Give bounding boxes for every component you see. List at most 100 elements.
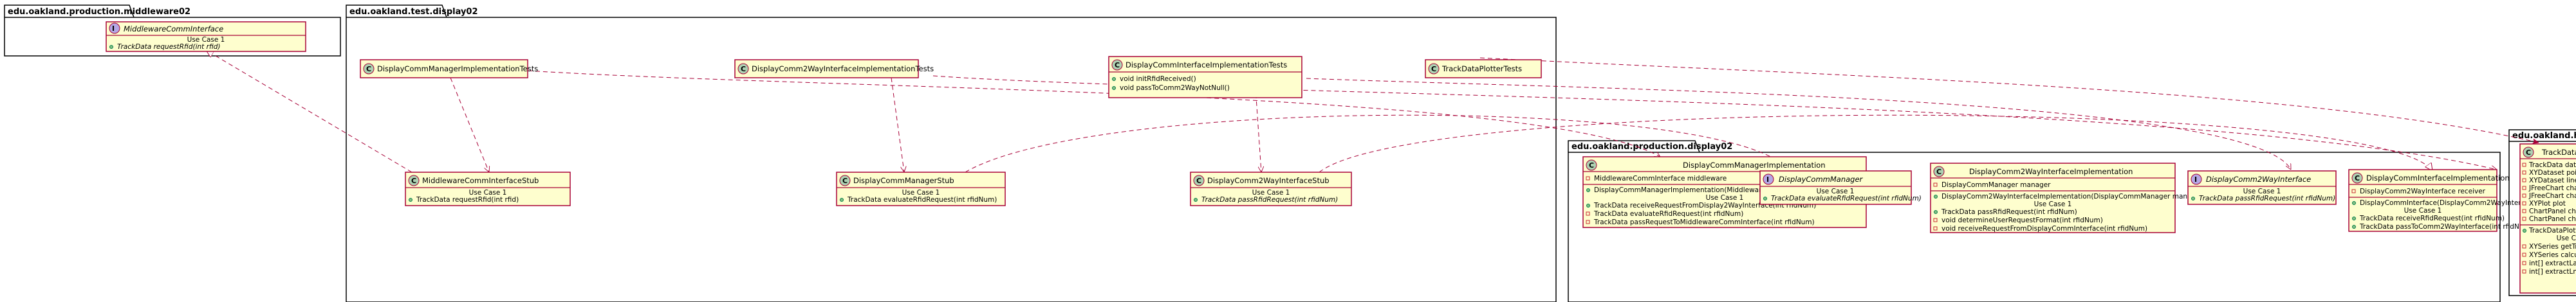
class-name: DisplayCommInterfaceImplementationTests (1126, 60, 1287, 69)
method: void receiveRequestFromDisplayCommInterf… (1941, 225, 2147, 233)
class-track-data-plotter[interactable]: C TrackDataPlotter TrackData data XYData… (2519, 143, 2576, 294)
package-production-title: edu.oakland.production.display02 (1571, 142, 1732, 152)
class-plotter-tests[interactable]: C TrackDataPlotterTests (1425, 59, 1542, 78)
method: TrackData evaluateRfidRequest(int rfidNu… (1771, 195, 1922, 202)
constructor: TrackDataPlotter(TrackData data) (2528, 227, 2576, 235)
edge-interface-tests-to-impl (1306, 78, 2291, 170)
package-helper-title: edu.oakland.helper.display02 (2512, 131, 2576, 141)
class-name: DisplayCommManagerImplementationTests (377, 64, 538, 73)
svg-text:C: C (741, 65, 746, 73)
field: DisplayComm2WayInterface receiver (2360, 188, 2486, 195)
section-label: Use Case 1 (187, 36, 225, 44)
field: JFreeChart chart1 (2528, 184, 2576, 192)
class-name: MiddlewareCommInterface (124, 24, 223, 33)
package-test: edu.oakland.test.display02 (346, 4, 1557, 302)
svg-text:I: I (2194, 175, 2197, 184)
package-test-title: edu.oakland.test.display02 (349, 7, 478, 17)
section-label: Use Case 1 (2034, 200, 2072, 208)
section-label: Use Case 1 (469, 189, 507, 197)
class-name: DisplayComm2WayInterface (2206, 175, 2311, 184)
svg-text:C: C (2355, 174, 2360, 182)
class-name: TrackDataPlotter (2541, 148, 2576, 157)
method: XYSeries calculateLine(int[] x, int[] y) (2529, 251, 2576, 259)
method: int[] extractLngFromTrackData(TrackData … (2529, 268, 2576, 276)
svg-text:C: C (2526, 148, 2531, 157)
method: TrackData passRfidRequest(int rfidNum) (2199, 195, 2335, 202)
method: XYSeries getTrackData() (2529, 243, 2576, 251)
class-manager-stub[interactable]: C DisplayCommManagerStub Use Case 1 Trac… (836, 172, 1006, 206)
svg-text:I: I (112, 24, 115, 33)
method: TrackData passRequestToMiddlewareCommInt… (1593, 218, 1815, 226)
edge-plotter-tests-to-plotter (1479, 57, 2539, 143)
section-label: Use Case 1 (2243, 188, 2281, 195)
edge-manager-stub-realizes (965, 114, 1789, 173)
method: TrackData evaluateRfidRequest(int rfidNu… (847, 196, 997, 204)
class-display-comm-2way[interactable]: I DisplayComm2WayInterface Use Case 1 Tr… (2187, 170, 2337, 205)
section-label: Use Case 1 (1252, 189, 1290, 197)
svg-text:C: C (411, 177, 416, 185)
field: XYPlot plot (2529, 200, 2566, 208)
class-name: DisplayCommManager (1779, 175, 1864, 184)
class-comm2way-impl[interactable]: C DisplayComm2WayInterfaceImplementation… (1930, 163, 2205, 233)
field: JFreeChart chart2 (2528, 192, 2576, 200)
svg-text:I: I (1766, 175, 1769, 184)
field: ChartPanel chartPanel1 (2529, 208, 2576, 215)
method: TrackData passRfidRequest(int rfidNum) (1201, 196, 1338, 204)
method: TrackData evaluateRfidRequest(int rfidNu… (1593, 210, 1743, 218)
method: TrackData passRfidRequest(int rfidNum) (1941, 208, 2077, 216)
edge-comm2way-tests-to-impl (932, 75, 2497, 170)
class-middleware-comm-interface[interactable]: I MiddlewareCommInterface Use Case 1 Tra… (106, 21, 306, 52)
class-interface-impl[interactable]: C DisplayCommInterfaceImplementation Dis… (2348, 169, 2568, 232)
field: MiddlewareCommInterface middleware (1594, 175, 1727, 182)
class-comm2way-stub[interactable]: C DisplayComm2WayInterfaceStub Use Case … (1190, 172, 1352, 206)
class-name: DisplayComm2WayInterfaceImplementation (1969, 167, 2133, 176)
method: TrackData requestRfid(int rfid) (416, 196, 519, 204)
svg-text:C: C (366, 65, 371, 73)
edge-manager-tests-to-stub (450, 77, 489, 172)
method: int[] extractLatFromTrackData(TrackData … (2529, 260, 2576, 267)
edge-middleware-stub-realizes (206, 50, 412, 173)
section-label: Use Case 1 (2557, 235, 2576, 242)
svg-text:C: C (1589, 161, 1594, 170)
class-name: DisplayCommManagerStub (853, 176, 954, 185)
field: ChartPanel chartPanel2 (2529, 215, 2576, 223)
section-label: Use Case 1 (1706, 194, 1744, 202)
class-name: DisplayComm2WayInterfaceImplementationTe… (752, 64, 934, 73)
class-interface-impl-tests[interactable]: C DisplayCommInterfaceImplementationTest… (1108, 56, 1302, 98)
svg-text:C: C (1115, 61, 1120, 69)
class-name: DisplayCommInterfaceImplementation (2366, 173, 2510, 182)
class-comm2way-impl-tests[interactable]: C DisplayComm2WayInterfaceImplementation… (734, 59, 934, 78)
constructor: DisplayCommInterface(DisplayComm2WayInte… (2360, 199, 2568, 207)
class-display-comm-manager[interactable]: I DisplayCommManager Use Case 1 TrackDat… (1759, 170, 1922, 205)
edge-comm2way-stub-realizes (1319, 114, 2432, 173)
field: XYDataset points (2529, 169, 2576, 177)
method: TrackData passToComm2WayInterface(int rf… (2359, 223, 2533, 231)
class-middleware-stub[interactable]: C MiddlewareCommInterfaceStub Use Case 1… (405, 172, 571, 206)
method: TrackData receiveRfidRequest(int rfidNum… (2359, 215, 2505, 222)
field: DisplayCommManager manager (1941, 181, 2051, 189)
svg-text:C: C (842, 177, 848, 185)
field: TrackData data (2528, 161, 2576, 169)
svg-text:C: C (1431, 65, 1436, 73)
method: void determineUserRequestFormat(int rfid… (1941, 217, 2103, 224)
class-name: DisplayComm2WayInterfaceStub (1207, 176, 1330, 185)
class-name: DisplayCommManagerImplementation (1683, 161, 1826, 170)
section-label: Use Case 1 (902, 189, 940, 197)
relationships (206, 50, 2539, 172)
method: TrackData requestRfid(int rfid) (117, 43, 220, 51)
method: void initRfidReceived() (1120, 75, 1196, 83)
class-name: TrackDataPlotterTests (1441, 64, 1522, 73)
edge-comm2way-tests-to-stub (891, 77, 904, 172)
section-label: Use Case 1 (2404, 207, 2442, 215)
svg-text:C: C (1196, 177, 1201, 185)
constructor: DisplayComm2WayInterfaceImplementation(D… (1941, 193, 2205, 200)
class-name: MiddlewareCommInterfaceStub (422, 176, 539, 185)
section-label: Use Case 1 (1817, 188, 1855, 195)
edge-manager-tests-to-impl (527, 70, 1660, 157)
method: void passToComm2WayNotNull() (1120, 84, 1230, 92)
field: XYDataset line (2529, 177, 2576, 184)
svg-text:C: C (1936, 168, 1941, 176)
class-manager-impl-tests[interactable]: C DisplayCommManagerImplementationTests (360, 59, 538, 78)
package-middleware-title: edu.oakland.production.middleware02 (8, 7, 190, 17)
